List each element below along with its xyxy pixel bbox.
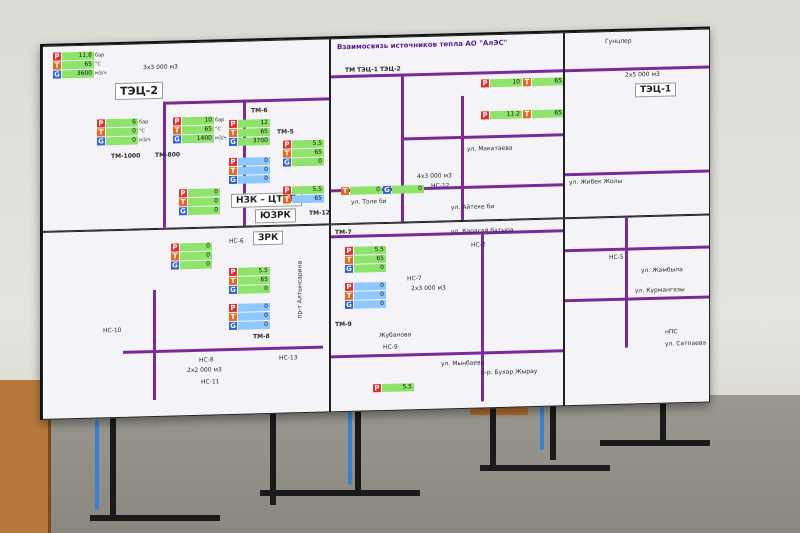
gauge-value: 11.8 <box>62 51 94 61</box>
pipe <box>565 169 709 177</box>
pipe <box>401 73 404 222</box>
stand-leg <box>110 410 116 520</box>
stand-leg <box>490 395 496 470</box>
stand-foot <box>600 440 710 446</box>
station-tec1: ТЭЦ-1 <box>635 82 677 98</box>
pipe <box>163 101 166 230</box>
cable <box>95 420 99 510</box>
pipe <box>331 349 563 359</box>
stand-foot <box>90 515 220 521</box>
pipe <box>153 289 156 401</box>
room-floor <box>0 395 800 533</box>
pipe <box>461 95 464 220</box>
stand-leg <box>550 392 556 460</box>
panel-top-right: Гунцлер 2х5 000 м3 ТЭЦ-1 ул. Жибек Жолы <box>564 28 710 219</box>
pipe <box>331 229 563 239</box>
page-title: Взаимосвязь источников тепла АО "АлЭС" <box>337 38 508 52</box>
stand-foot <box>260 490 420 496</box>
cable <box>348 405 352 485</box>
panel-top-center: Взаимосвязь источников тепла АО "АлЭС" Т… <box>330 32 564 225</box>
station-yuzrk: ЮЗРК <box>255 208 296 224</box>
pipe <box>163 97 329 105</box>
pipe <box>625 217 628 348</box>
pipe <box>565 295 709 303</box>
cable <box>540 390 544 450</box>
stand-leg <box>355 400 361 495</box>
stand-foot <box>480 465 610 471</box>
station-zrk: ЗРК <box>253 230 284 246</box>
station-tec2: ТЭЦ-2 <box>115 81 164 101</box>
pipe <box>401 133 563 141</box>
stand-leg <box>270 405 276 505</box>
panel-bottom-right: НС-5 ул. Жамбыла ул. Курмангазы нПС ул. … <box>564 214 710 407</box>
pipe <box>565 245 709 253</box>
